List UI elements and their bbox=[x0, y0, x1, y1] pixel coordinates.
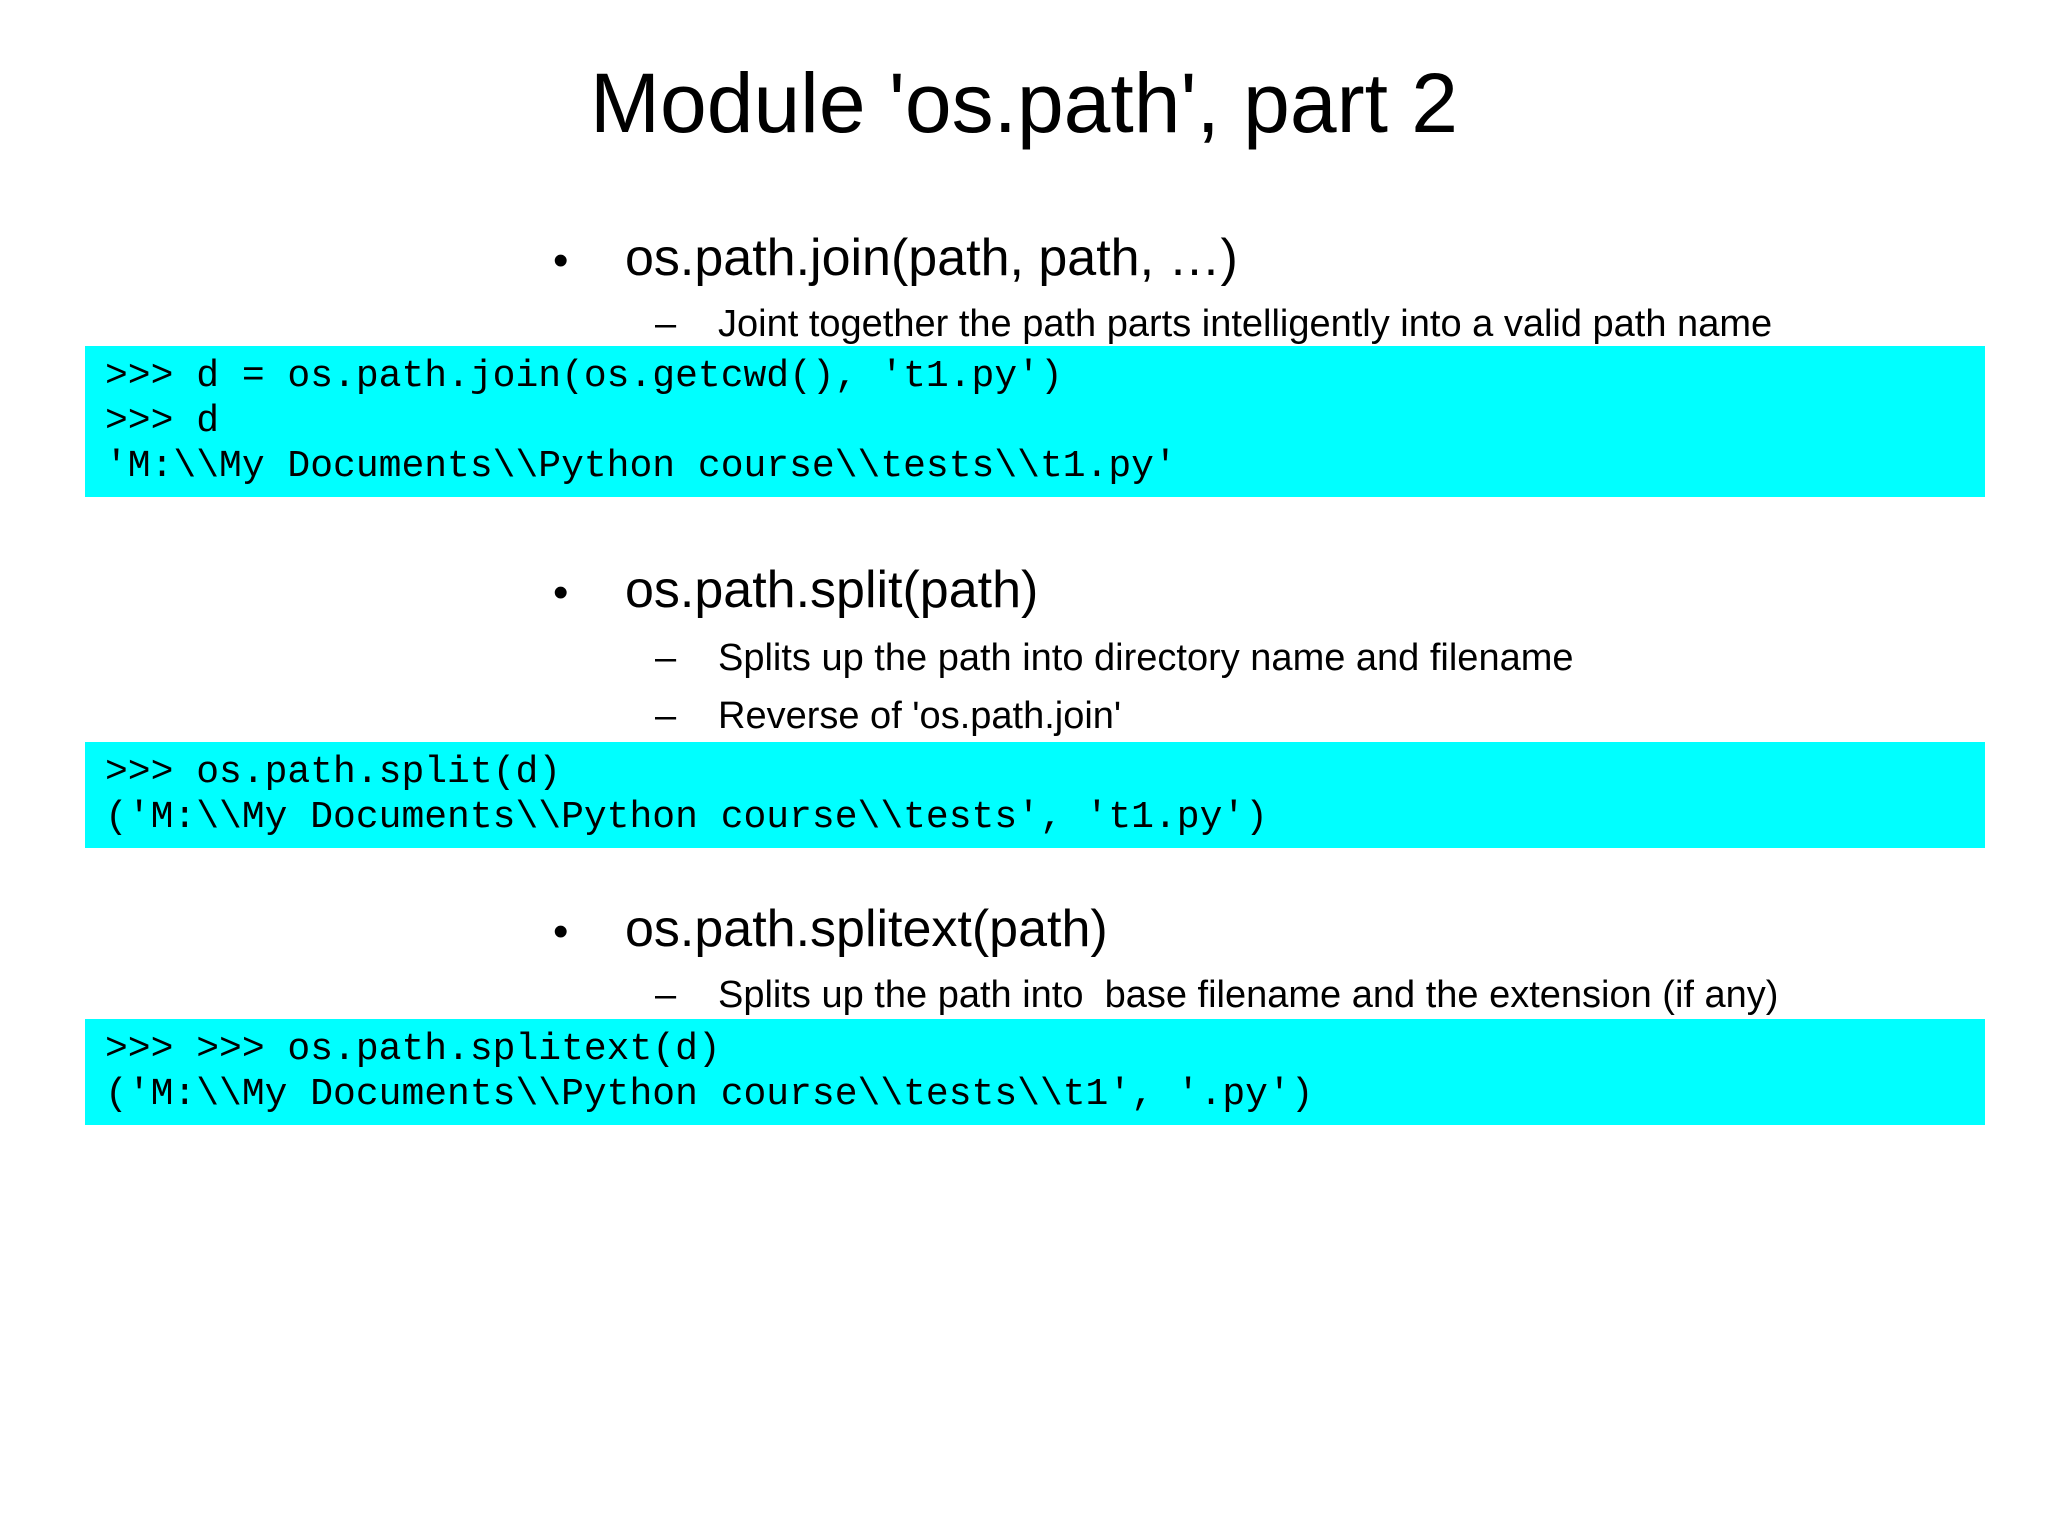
code-line: >>> >>> os.path.splitext(d) bbox=[105, 1028, 721, 1071]
code-line: >>> os.path.split(d) bbox=[105, 751, 562, 794]
code-block: >>> >>> os.path.splitext(d) ('M:\\My Doc… bbox=[85, 1019, 1985, 1125]
bullet-icon: • bbox=[553, 907, 569, 956]
bullet-heading: os.path.split(path) bbox=[625, 561, 1039, 619]
sub-bullet-item: – Joint together the path parts intellig… bbox=[0, 302, 2048, 346]
dash-icon: – bbox=[655, 974, 677, 1016]
code-line: >>> d bbox=[105, 400, 220, 443]
bullet-item: • os.path.splitext(path) bbox=[0, 898, 2048, 963]
bullet-item: • os.path.join(path, path, …) bbox=[0, 227, 2048, 292]
section-os-path-join: • os.path.join(path, path, …) – Joint to… bbox=[0, 227, 2048, 497]
code-line: ('M:\\My Documents\\Python course\\tests… bbox=[105, 796, 1268, 839]
code-line: 'M:\\My Documents\\Python course\\tests\… bbox=[105, 445, 1177, 488]
sub-bullet-text: Reverse of 'os.path.join' bbox=[718, 695, 1122, 737]
sub-bullet-text: Joint together the path parts intelligen… bbox=[718, 303, 1773, 345]
bullet-icon: • bbox=[553, 568, 569, 617]
dash-icon: – bbox=[655, 637, 677, 679]
code-line: ('M:\\My Documents\\Python course\\tests… bbox=[105, 1073, 1314, 1116]
sub-bullet-item: – Splits up the path into base filename … bbox=[0, 973, 2048, 1017]
sub-bullet-text: Splits up the path into base filename an… bbox=[718, 974, 1779, 1016]
bullet-heading: os.path.splitext(path) bbox=[625, 900, 1108, 958]
section-os-path-split: • os.path.split(path) – Splits up the pa… bbox=[0, 559, 2048, 848]
code-line: >>> d = os.path.join(os.getcwd(), 't1.py… bbox=[105, 355, 1063, 398]
sub-bullet-item: – Splits up the path into directory name… bbox=[0, 636, 2048, 680]
dash-icon: – bbox=[655, 303, 677, 345]
bullet-item: • os.path.split(path) bbox=[0, 559, 2048, 624]
sub-bullet-text: Splits up the path into directory name a… bbox=[718, 637, 1574, 679]
bullet-icon: • bbox=[553, 236, 569, 285]
code-block: >>> os.path.split(d) ('M:\\My Documents\… bbox=[85, 742, 1985, 848]
code-block: >>> d = os.path.join(os.getcwd(), 't1.py… bbox=[85, 346, 1985, 497]
slide-title: Module 'os.path', part 2 bbox=[590, 56, 1458, 150]
sub-bullet-item: – Reverse of 'os.path.join' bbox=[0, 694, 2048, 738]
dash-icon: – bbox=[655, 695, 677, 737]
bullet-heading: os.path.join(path, path, …) bbox=[625, 229, 1238, 287]
section-os-path-splitext: • os.path.splitext(path) – Splits up the… bbox=[0, 898, 2048, 1125]
